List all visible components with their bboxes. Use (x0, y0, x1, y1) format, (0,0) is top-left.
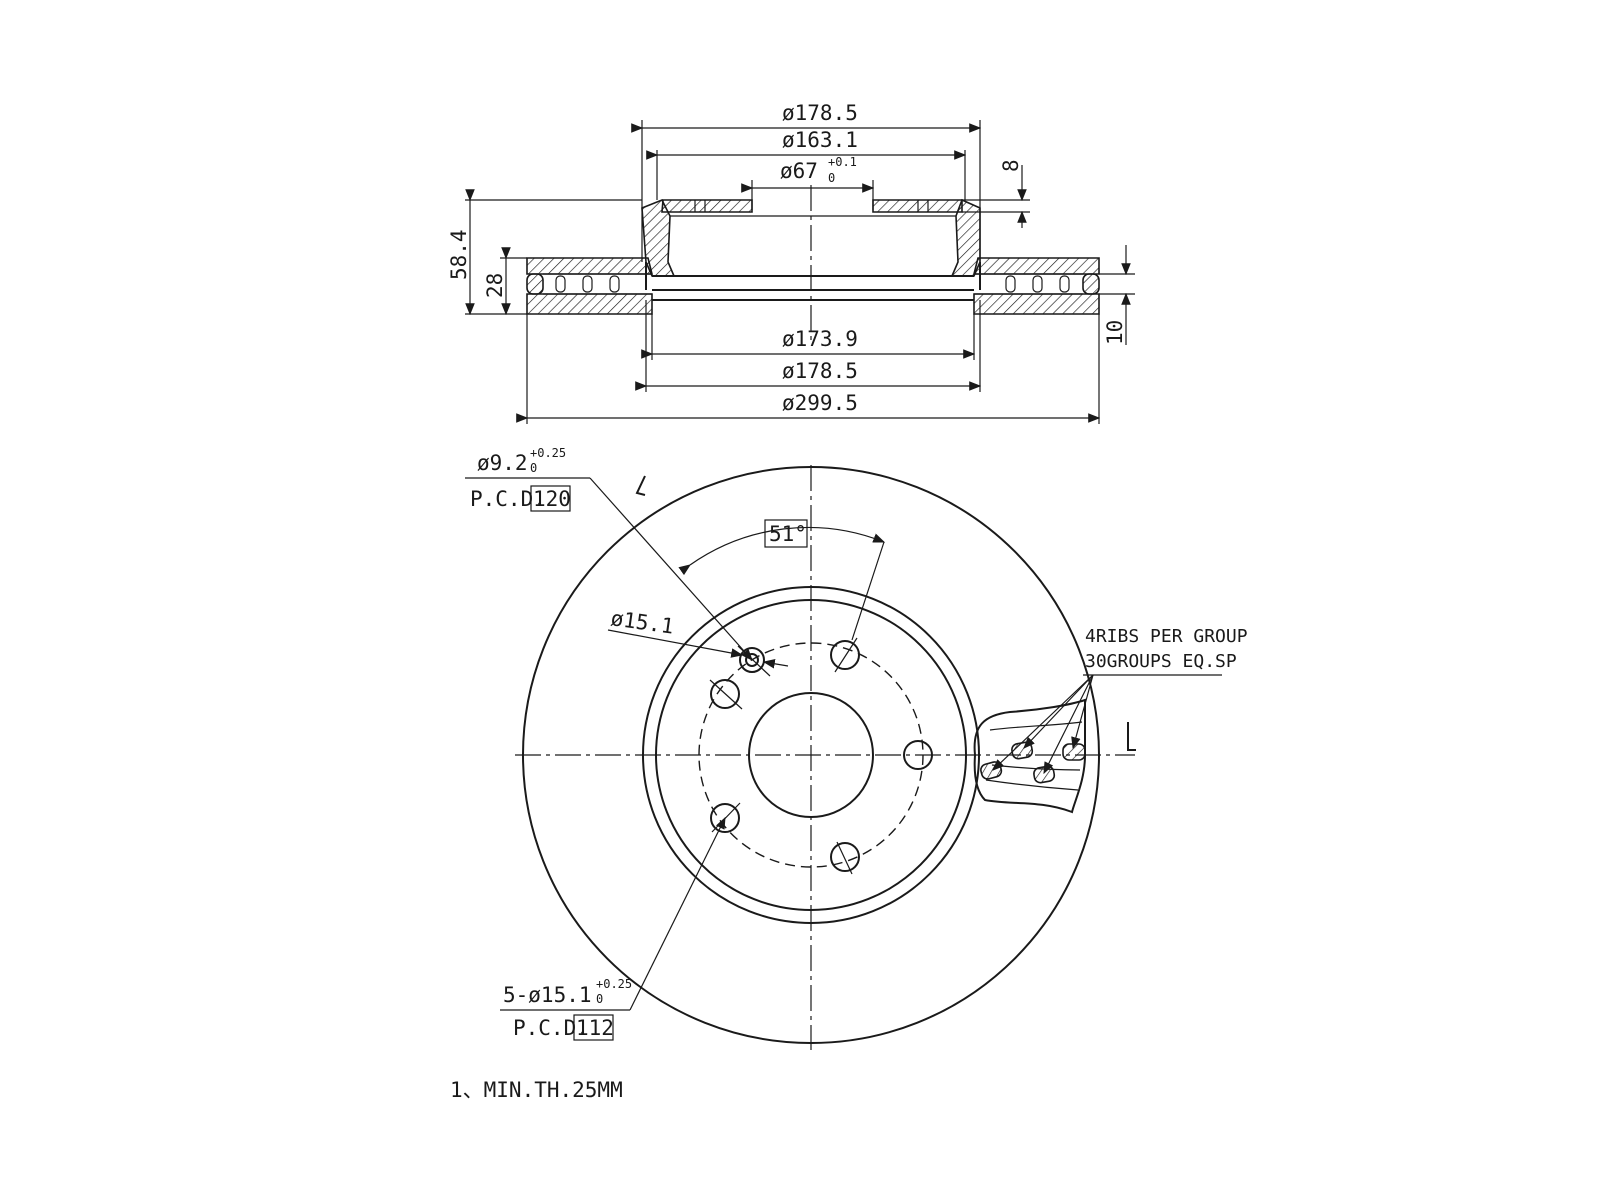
dim-total-height: 58.4 (447, 229, 471, 280)
dim-hat-thickness: 8 (999, 159, 1023, 172)
dim-dia-inner-bottom: ø173.9 (782, 327, 858, 351)
hat-inner-circle (655, 599, 967, 911)
ribs-leaders (992, 674, 1094, 775)
pcd2-value: 112 (576, 1016, 614, 1040)
ribs-detail (973, 698, 1086, 814)
dim-dia-outer-top: ø178.5 (782, 101, 858, 125)
ribs-note-line1: 4RIBS PER GROUP (1085, 626, 1248, 647)
plate-bottom-right (973, 293, 1100, 315)
plate-top-left (526, 257, 654, 275)
plate-bottom-left (526, 293, 653, 315)
hat-outer-circle (642, 586, 980, 924)
dim-bore-tol-upper: +0.1 (828, 155, 857, 169)
bolt-holes-tol-upper: +0.25 (596, 977, 632, 991)
dim-dia-bore: ø67 (780, 159, 818, 183)
hat-top-left (661, 199, 753, 213)
pcd2-box (573, 1014, 614, 1041)
angle-label: 51° (769, 522, 807, 546)
section-arrow-top (635, 475, 646, 496)
small-hole-tol-lower: 0 (530, 461, 537, 475)
ribs-note-line2: 30GROUPS EQ.SP (1085, 651, 1237, 672)
plate-top-right (972, 257, 1100, 275)
section-view: ø178.5 ø163.1 ø67 +0.1 0 8 58.4 28 10 (447, 101, 1135, 424)
hat-hole-marks (694, 200, 929, 212)
hub-band (652, 275, 974, 301)
small-hole-leader (589, 477, 753, 661)
dim-bore-tol-lower: 0 (828, 171, 835, 185)
angle-arc (678, 526, 886, 576)
angle-leg (851, 541, 885, 641)
bolt-holes-dim: 5-ø15.1 (503, 983, 592, 1007)
dim-dia-hub-bottom: ø178.5 (782, 359, 858, 383)
dim-dia-disc: ø299.5 (782, 391, 858, 415)
dim-friction-ring: 10 (1103, 320, 1127, 345)
small-hole-tol-upper: +0.25 (530, 446, 566, 460)
bolt-holes-tol-lower: 0 (596, 992, 603, 1006)
pcd-circle (698, 642, 924, 868)
pcd1-box (530, 485, 571, 512)
section-arrow-right (1127, 722, 1136, 751)
counterbore-leader (607, 629, 744, 658)
disc-outer-circle (522, 466, 1100, 1044)
counterbore-dim: ø15.1 (609, 606, 675, 639)
dim-disc-thickness: 28 (483, 273, 507, 298)
pcd2-prefix: P.C.D. (513, 1016, 589, 1040)
ribs-right (974, 273, 1100, 295)
bolt-holes (709, 637, 933, 875)
pcd1-value: 120 (533, 487, 571, 511)
min-thickness-note: 1、MIN.TH.25MM (450, 1078, 623, 1102)
bolt-holes-leader (629, 816, 726, 1011)
counterbore-leader-2 (762, 659, 789, 669)
ribs-left (526, 273, 652, 295)
dim-dia-inner-top: ø163.1 (782, 128, 858, 152)
angle-box (764, 519, 808, 548)
pcd1-prefix: P.C.D. (470, 487, 546, 511)
small-hole-dim: ø9.2 (477, 451, 528, 475)
center-bore-circle (748, 692, 874, 818)
front-view: 51° ø9.2 +0.25 0 P.C.D. 120 ø15.1 4RIBS … (465, 446, 1248, 1050)
